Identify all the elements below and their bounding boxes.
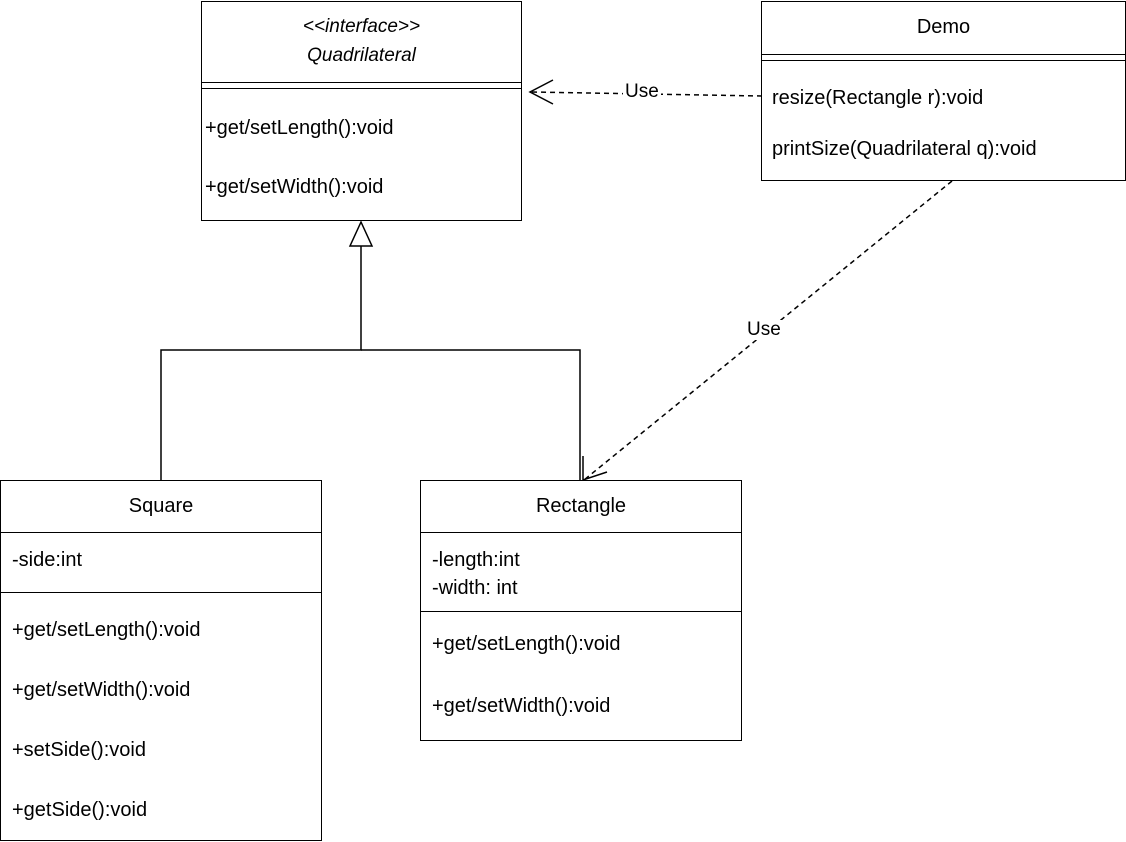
square-divider-2 <box>1 592 321 593</box>
quadrilateral-method: +get/setWidth():void <box>205 176 384 198</box>
demo-divider-2 <box>762 60 1125 61</box>
rectangle-attribute: -length:int <box>432 549 520 571</box>
demo-method: resize(Rectangle r):void <box>772 87 984 109</box>
rectangle-divider <box>421 532 741 533</box>
class-quadrilateral[interactable]: <<interface>> Quadrilateral +get/setLeng… <box>201 1 522 221</box>
rectangle-name: Rectangle <box>535 495 627 517</box>
rectangle-method: +get/setLength():void <box>432 633 621 655</box>
quadrilateral-stereotype: <<interface>> <box>302 16 421 37</box>
rectangle-attribute: -width: int <box>432 577 518 599</box>
demo-rectangle-arrowhead <box>582 456 608 482</box>
rectangle-realization-line <box>361 349 581 480</box>
quadrilateral-name: Quadrilateral <box>307 45 416 66</box>
demo-quadrilateral-arrowhead <box>528 79 554 105</box>
dependency-label-rectangle: Use <box>745 319 783 340</box>
demo-quadrilateral-dependency-line <box>530 91 763 97</box>
square-method: +setSide():void <box>12 739 146 761</box>
demo-divider <box>762 54 1125 55</box>
realization-arrowhead <box>348 220 374 247</box>
quadrilateral-method: +get/setLength():void <box>205 117 394 139</box>
class-rectangle[interactable]: Rectangle -length:int -width: int +get/s… <box>420 480 742 741</box>
square-attribute: -side:int <box>12 549 83 571</box>
square-name: Square <box>128 495 194 517</box>
quadrilateral-divider-2 <box>202 88 521 89</box>
demo-name: Demo <box>916 16 971 38</box>
demo-method: printSize(Quadrilateral q):void <box>772 138 1037 160</box>
class-square[interactable]: Square -side:int +get/setLength():void +… <box>0 480 322 841</box>
dependency-label-quadrilateral: Use <box>623 81 661 102</box>
square-method: +get/setLength():void <box>12 619 201 641</box>
rectangle-divider-2 <box>421 611 741 612</box>
square-divider <box>1 532 321 533</box>
class-demo[interactable]: Demo resize(Rectangle r):void printSize(… <box>761 1 1126 181</box>
square-realization-line <box>160 246 362 480</box>
rectangle-method: +get/setWidth():void <box>432 695 611 717</box>
quadrilateral-divider <box>202 82 521 83</box>
square-method: +getSide():void <box>12 799 148 821</box>
square-method: +get/setWidth():void <box>12 679 191 701</box>
